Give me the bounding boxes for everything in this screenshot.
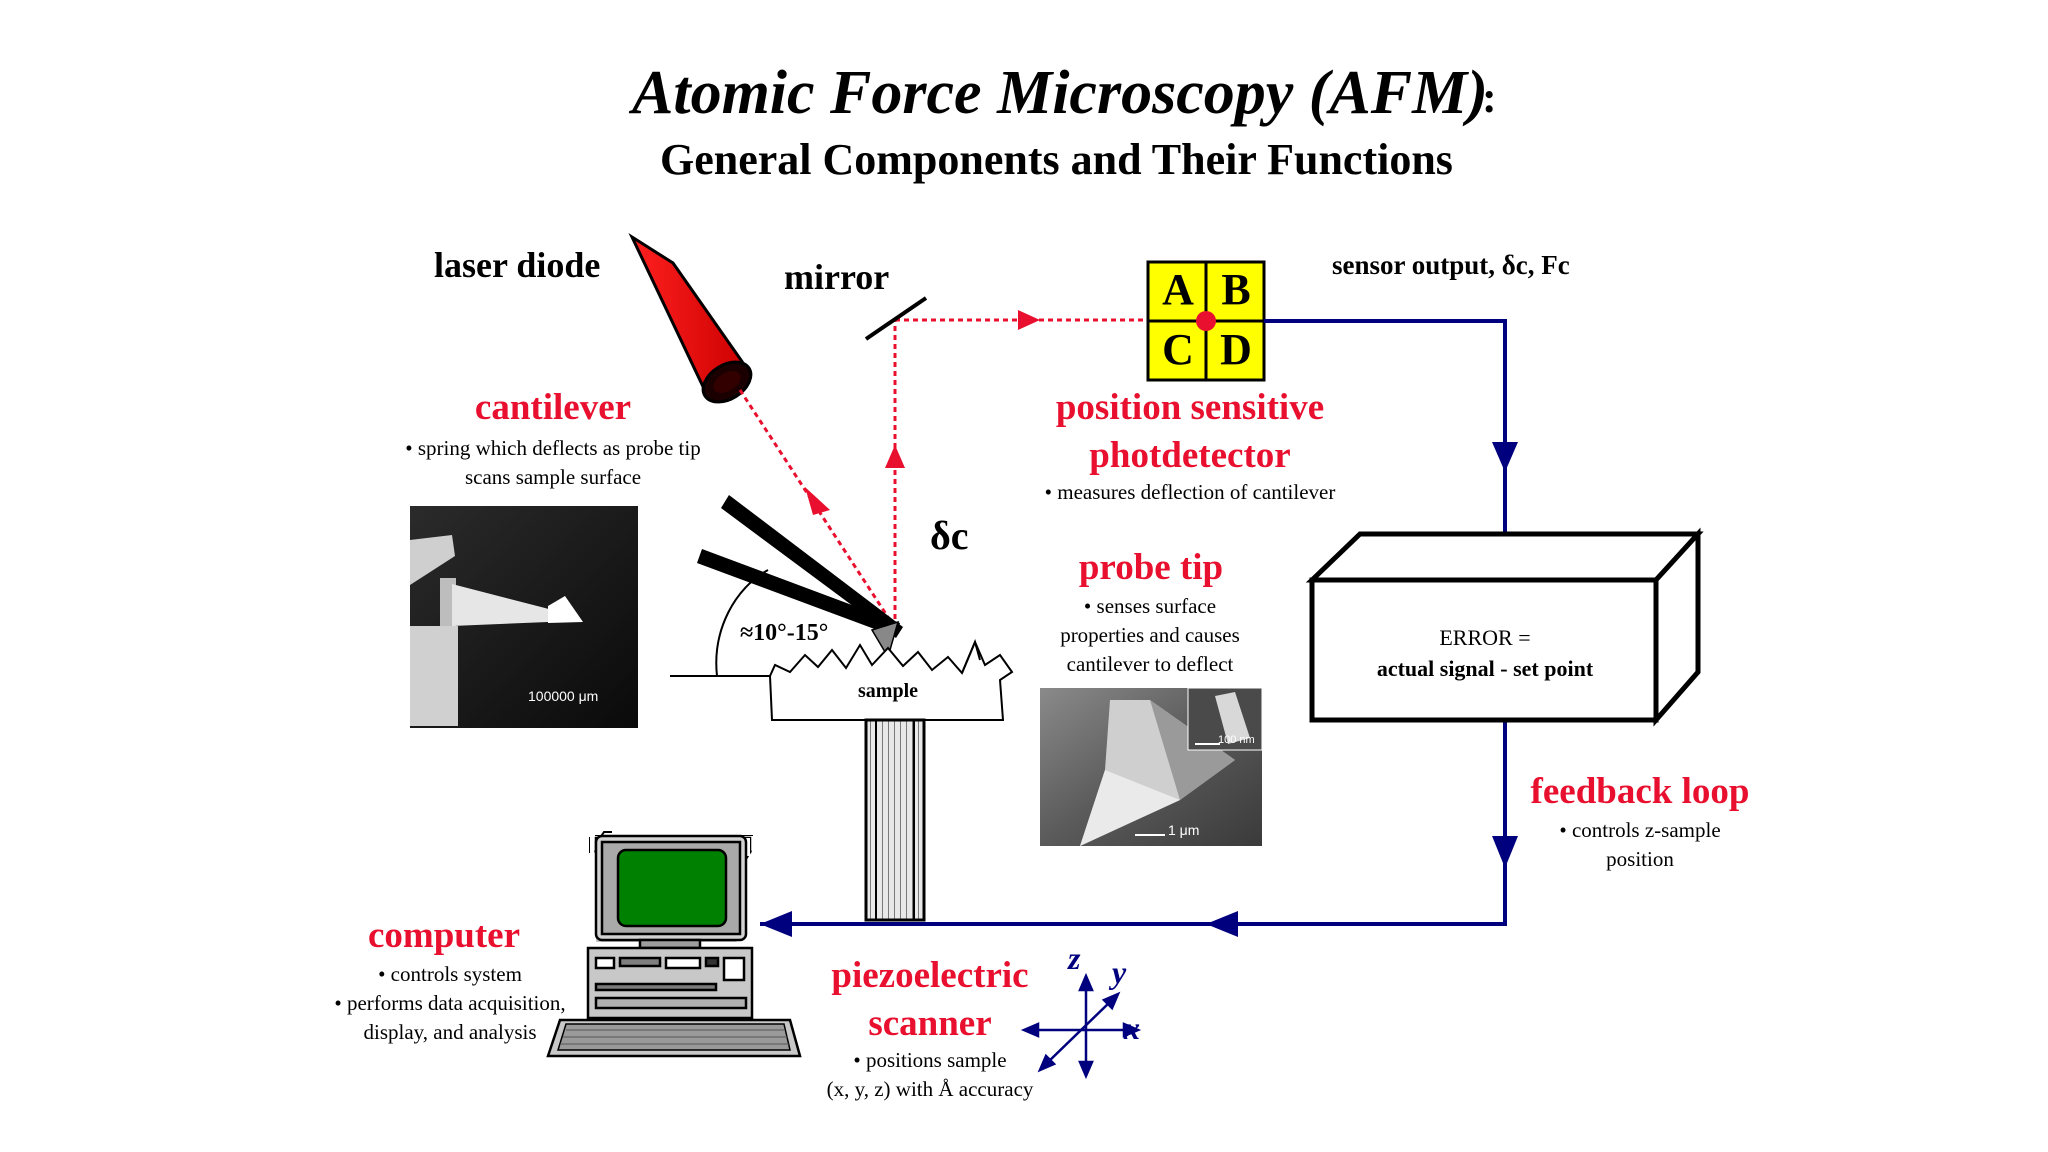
photodetector-desc: • measures deflection of cantilever [1044,480,1336,504]
photodetector-quadrant [1146,260,1266,382]
keyboard-keys [560,1029,790,1045]
xyz-axes [1020,972,1142,1080]
probe-tip-label: probe tip [1078,547,1224,588]
error-box [1305,527,1704,727]
angle-label: ≈10°-15° [740,620,829,646]
quadrant-c: C [1162,325,1194,374]
beam-arrow-up [885,445,905,468]
page-title: Atomic Force Microscopy (AFM) [632,59,1488,127]
photodetector-label: position sensitive photdetector [1055,387,1325,476]
feedback-loop-desc: • controls z-sample position [1559,818,1721,871]
laser-spot [1196,311,1216,331]
quadrant-d: D [1220,325,1252,374]
cantilever-arms [697,495,903,659]
title-colon: : [1482,73,1497,122]
piezo-column [864,718,926,922]
arrow-left-1 [1206,911,1238,937]
axis-y-label: y [1112,954,1127,990]
mirror [864,296,928,341]
cantilever-photo [410,506,638,728]
probe-tip-photo [1040,687,1263,846]
angle-arc [715,569,769,677]
axis-z-label: z [1068,940,1081,976]
computer-main [546,834,802,1058]
sample-block [670,638,1014,721]
laser-beam [738,318,1195,629]
quadrant-b: B [1221,265,1251,314]
computer-label: computer [367,915,521,956]
feedback-loop-label: feedback loop [1530,771,1750,812]
probe-tip-desc: • senses surface properties and causes c… [1060,594,1240,676]
page-subtitle: General Components and Their Functions [660,135,1453,184]
cantilever-label: cantilever [474,387,632,428]
error-box-text: ERROR = actual signal - set point [1376,625,1594,681]
scanner-label: piezoelectric scanner [831,955,1029,1044]
laser-diode [628,232,753,404]
sensor-output-label: sensor output, δc, Fc [1332,250,1570,280]
arrow-left-2 [760,911,792,937]
laser-diode-label: laser diode [434,245,601,285]
tip-inset-scale: 100 nm [1218,734,1255,746]
cantilever-desc: • spring which deflects as probe tip sca… [405,436,701,489]
sample-label: sample [858,680,918,702]
beam-arrow-down [805,487,830,515]
arrow-down-1 [1492,442,1518,472]
beam-arrow-right [1018,310,1040,330]
cantilever-photo-scale: 100000 μm [528,688,599,704]
computer-desc: • controls system • performs data acquis… [334,962,566,1044]
mirror-label: mirror [784,257,890,297]
delta-c-label: δc [930,513,969,558]
arrow-down-2 [1492,836,1518,868]
feedback-path [760,319,1507,926]
axis-x-label: x [1124,1010,1140,1046]
tip-photo-scale: 1 μm [1168,822,1200,838]
scanner-desc: • positions sample (x, y, z) with Å accu… [826,1048,1034,1101]
quadrant-a: A [1162,265,1194,314]
